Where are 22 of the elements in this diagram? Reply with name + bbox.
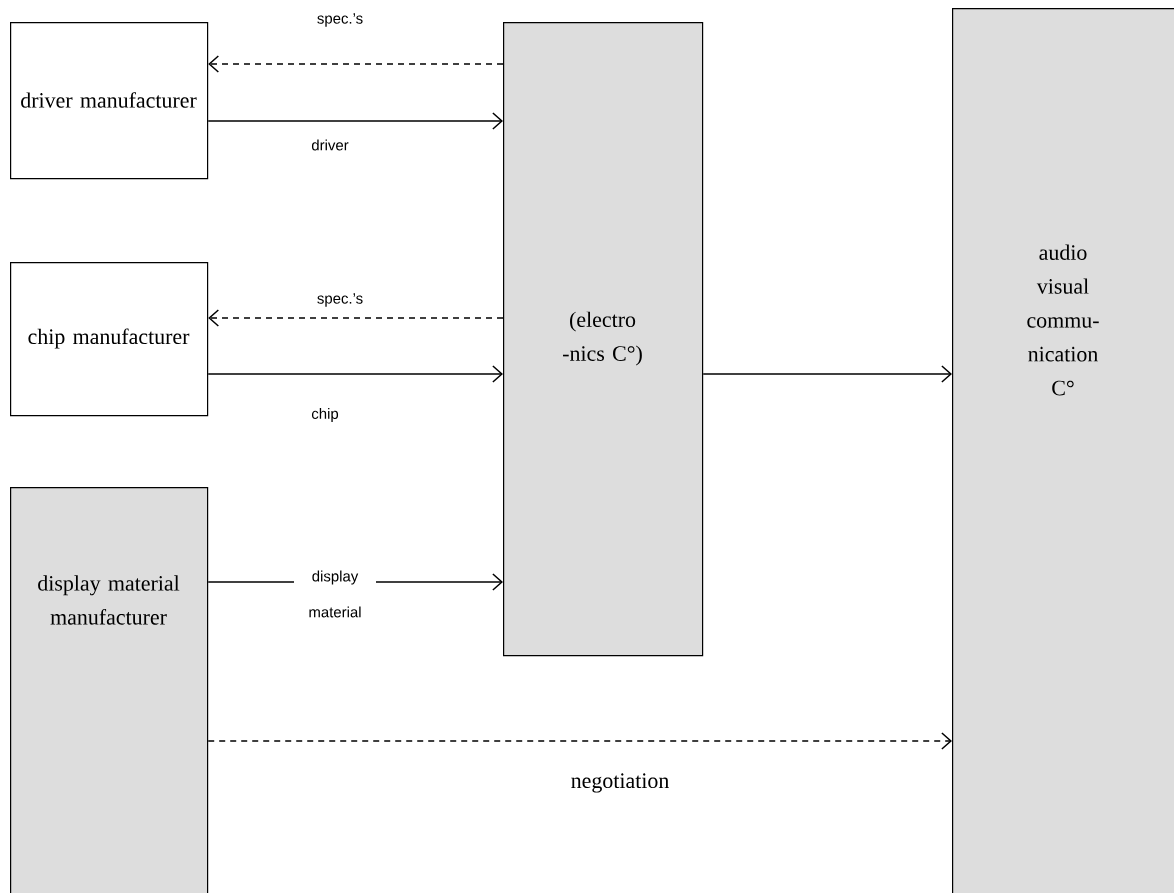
edge-label: chip (311, 408, 339, 422)
arrow (207, 732, 952, 750)
process-box (10, 262, 209, 417)
arrow (208, 309, 504, 327)
arrow (207, 365, 503, 383)
node-text: (electro -nics C°) (563, 311, 642, 366)
node-text: driver manufacturer (21, 92, 197, 108)
arrow (208, 55, 504, 73)
process-box (10, 487, 209, 893)
edge-label: negotiation (571, 773, 669, 793)
arrow (207, 112, 503, 130)
edge-label: spec.’s (317, 293, 363, 307)
process-box (503, 22, 704, 657)
process-box (10, 22, 209, 180)
edge-label: driver (311, 139, 349, 151)
edge-label: display material (294, 569, 376, 619)
edge-label: spec.’s (317, 13, 363, 27)
node-text: audio visual commu- nication C° (1027, 244, 1099, 396)
node-text: display material manufacturer (38, 575, 180, 625)
arrow (702, 365, 952, 383)
process-box (952, 8, 1174, 893)
node-text: chip manufacturer (28, 328, 190, 349)
